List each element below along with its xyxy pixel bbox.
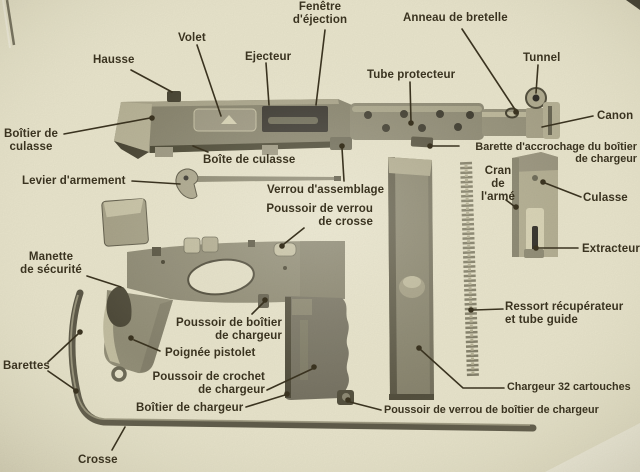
label-barettes: Barettes — [3, 360, 50, 372]
label-poussoir-verrou-crosse: Poussoir de verrou de crosse — [266, 203, 373, 229]
leader-extracteur — [533, 245, 579, 251]
leader-ejecteur — [265, 62, 270, 106]
label-poussoir-boitier-chargeur: Poussoir de boîtier de chargeur — [175, 317, 282, 343]
leader-tunnel — [535, 64, 539, 94]
label-tunnel: Tunnel — [523, 52, 561, 64]
label-verrou-assemblage: Verrou d'assemblage — [267, 184, 385, 196]
leader-tube-protecteur — [408, 81, 414, 126]
label-cran-arme: Cran de l'armé — [480, 165, 516, 204]
label-poussoir-verrou-boitier-chargeur: Poussoir de verrou de boîtier de chargeu… — [384, 404, 599, 416]
leader-poussoir-verrou-crosse — [279, 227, 305, 249]
label-chargeur-32: Chargeur 32 cartouches — [507, 381, 631, 393]
leader-anneau-bretelle — [461, 28, 519, 115]
label-volet: Volet — [178, 32, 206, 44]
leader-volet — [196, 44, 222, 117]
label-ressort-recuperateur: Ressort récupérateur et tube guide — [505, 301, 624, 327]
leader-barettes-upper — [47, 329, 83, 363]
leader-lines — [47, 28, 594, 451]
leader-verrou-assemblage — [339, 143, 345, 182]
leader-manette-securite — [86, 275, 122, 288]
label-fenetre-ejection: Fenêtre d'éjection — [292, 1, 348, 27]
label-levier-armement: Levier d'armement — [22, 175, 126, 187]
label-poignee-pistolet: Poignée pistolet — [165, 347, 256, 359]
leader-canon — [541, 115, 594, 128]
label-crosse: Crosse — [78, 454, 118, 466]
label-boite-culasse: Boîte de culasse — [203, 154, 296, 166]
leader-barette-accrochage — [427, 143, 460, 149]
label-canon: Canon — [597, 110, 634, 122]
label-poussoir-crochet-chargeur: Poussoir de crochet de chargeur — [152, 371, 265, 397]
leader-boite-culasse — [192, 145, 209, 153]
label-extracteur: Extracteur — [582, 243, 640, 255]
label-culasse: Culasse — [583, 192, 628, 204]
leader-chargeur-32 — [416, 345, 505, 389]
leader-poussoir-crochet — [266, 364, 317, 391]
label-tube-protecteur: Tube protecteur — [367, 69, 456, 81]
label-barette-accrochage: Barette d'accrochage du boîtier de charg… — [475, 141, 637, 166]
label-hausse: Hausse — [93, 54, 135, 66]
leader-cran-arme — [505, 199, 519, 210]
leader-poussoir-verrou-boitier — [345, 397, 382, 411]
leader-fenetre-ejection — [315, 29, 326, 106]
leader-ressort — [468, 307, 504, 313]
leader-levier-armement — [131, 180, 181, 185]
label-boitier-chargeur: Boîtier de chargeur — [136, 402, 244, 414]
leader-crosse — [111, 426, 126, 451]
leader-poignee-pistolet — [128, 335, 161, 352]
leader-boitier-chargeur — [245, 391, 290, 408]
leader-poussoir-boitier-chargeur — [251, 297, 268, 315]
leader-barettes-lower — [47, 370, 79, 394]
label-ejecteur: Ejecteur — [245, 51, 292, 63]
label-anneau-bretelle: Anneau de bretelle — [403, 12, 508, 24]
leader-hausse — [130, 69, 173, 93]
leader-boitier-culasse — [63, 115, 155, 135]
leader-culasse — [540, 179, 582, 198]
label-manette-securite: Manette de sécurité — [20, 251, 82, 277]
label-boitier-culasse: Boîtier de culasse — [3, 128, 59, 154]
